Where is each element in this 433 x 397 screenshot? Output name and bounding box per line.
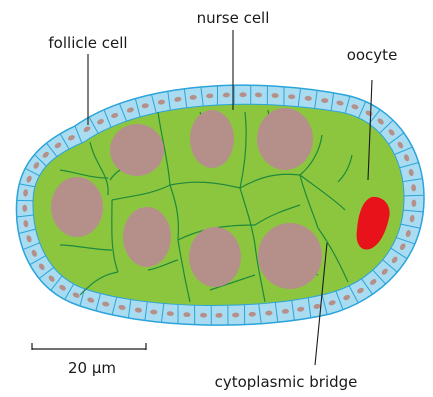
nurse-cell-nucleus [258,223,322,289]
nurse-cell-nucleus [257,108,313,170]
nurse-cell-nucleus [190,110,234,168]
scale-bar-label: 20 μm [68,359,116,377]
cytoplasmic-bridge-label: cytoplasmic bridge [215,373,358,391]
oocyte-label: oocyte [347,46,398,64]
nurse-cell-nucleus [110,124,164,176]
nurse-cell-nucleus [189,227,241,287]
nurse-cell-nucleus [51,177,103,237]
nurse-cell-label: nurse cell [197,9,270,27]
scale-bar [32,343,146,350]
follicle-cell-wall [404,195,424,196]
follicle-cell-label: follicle cell [48,34,127,52]
nurse-cell-nucleus [123,207,171,267]
